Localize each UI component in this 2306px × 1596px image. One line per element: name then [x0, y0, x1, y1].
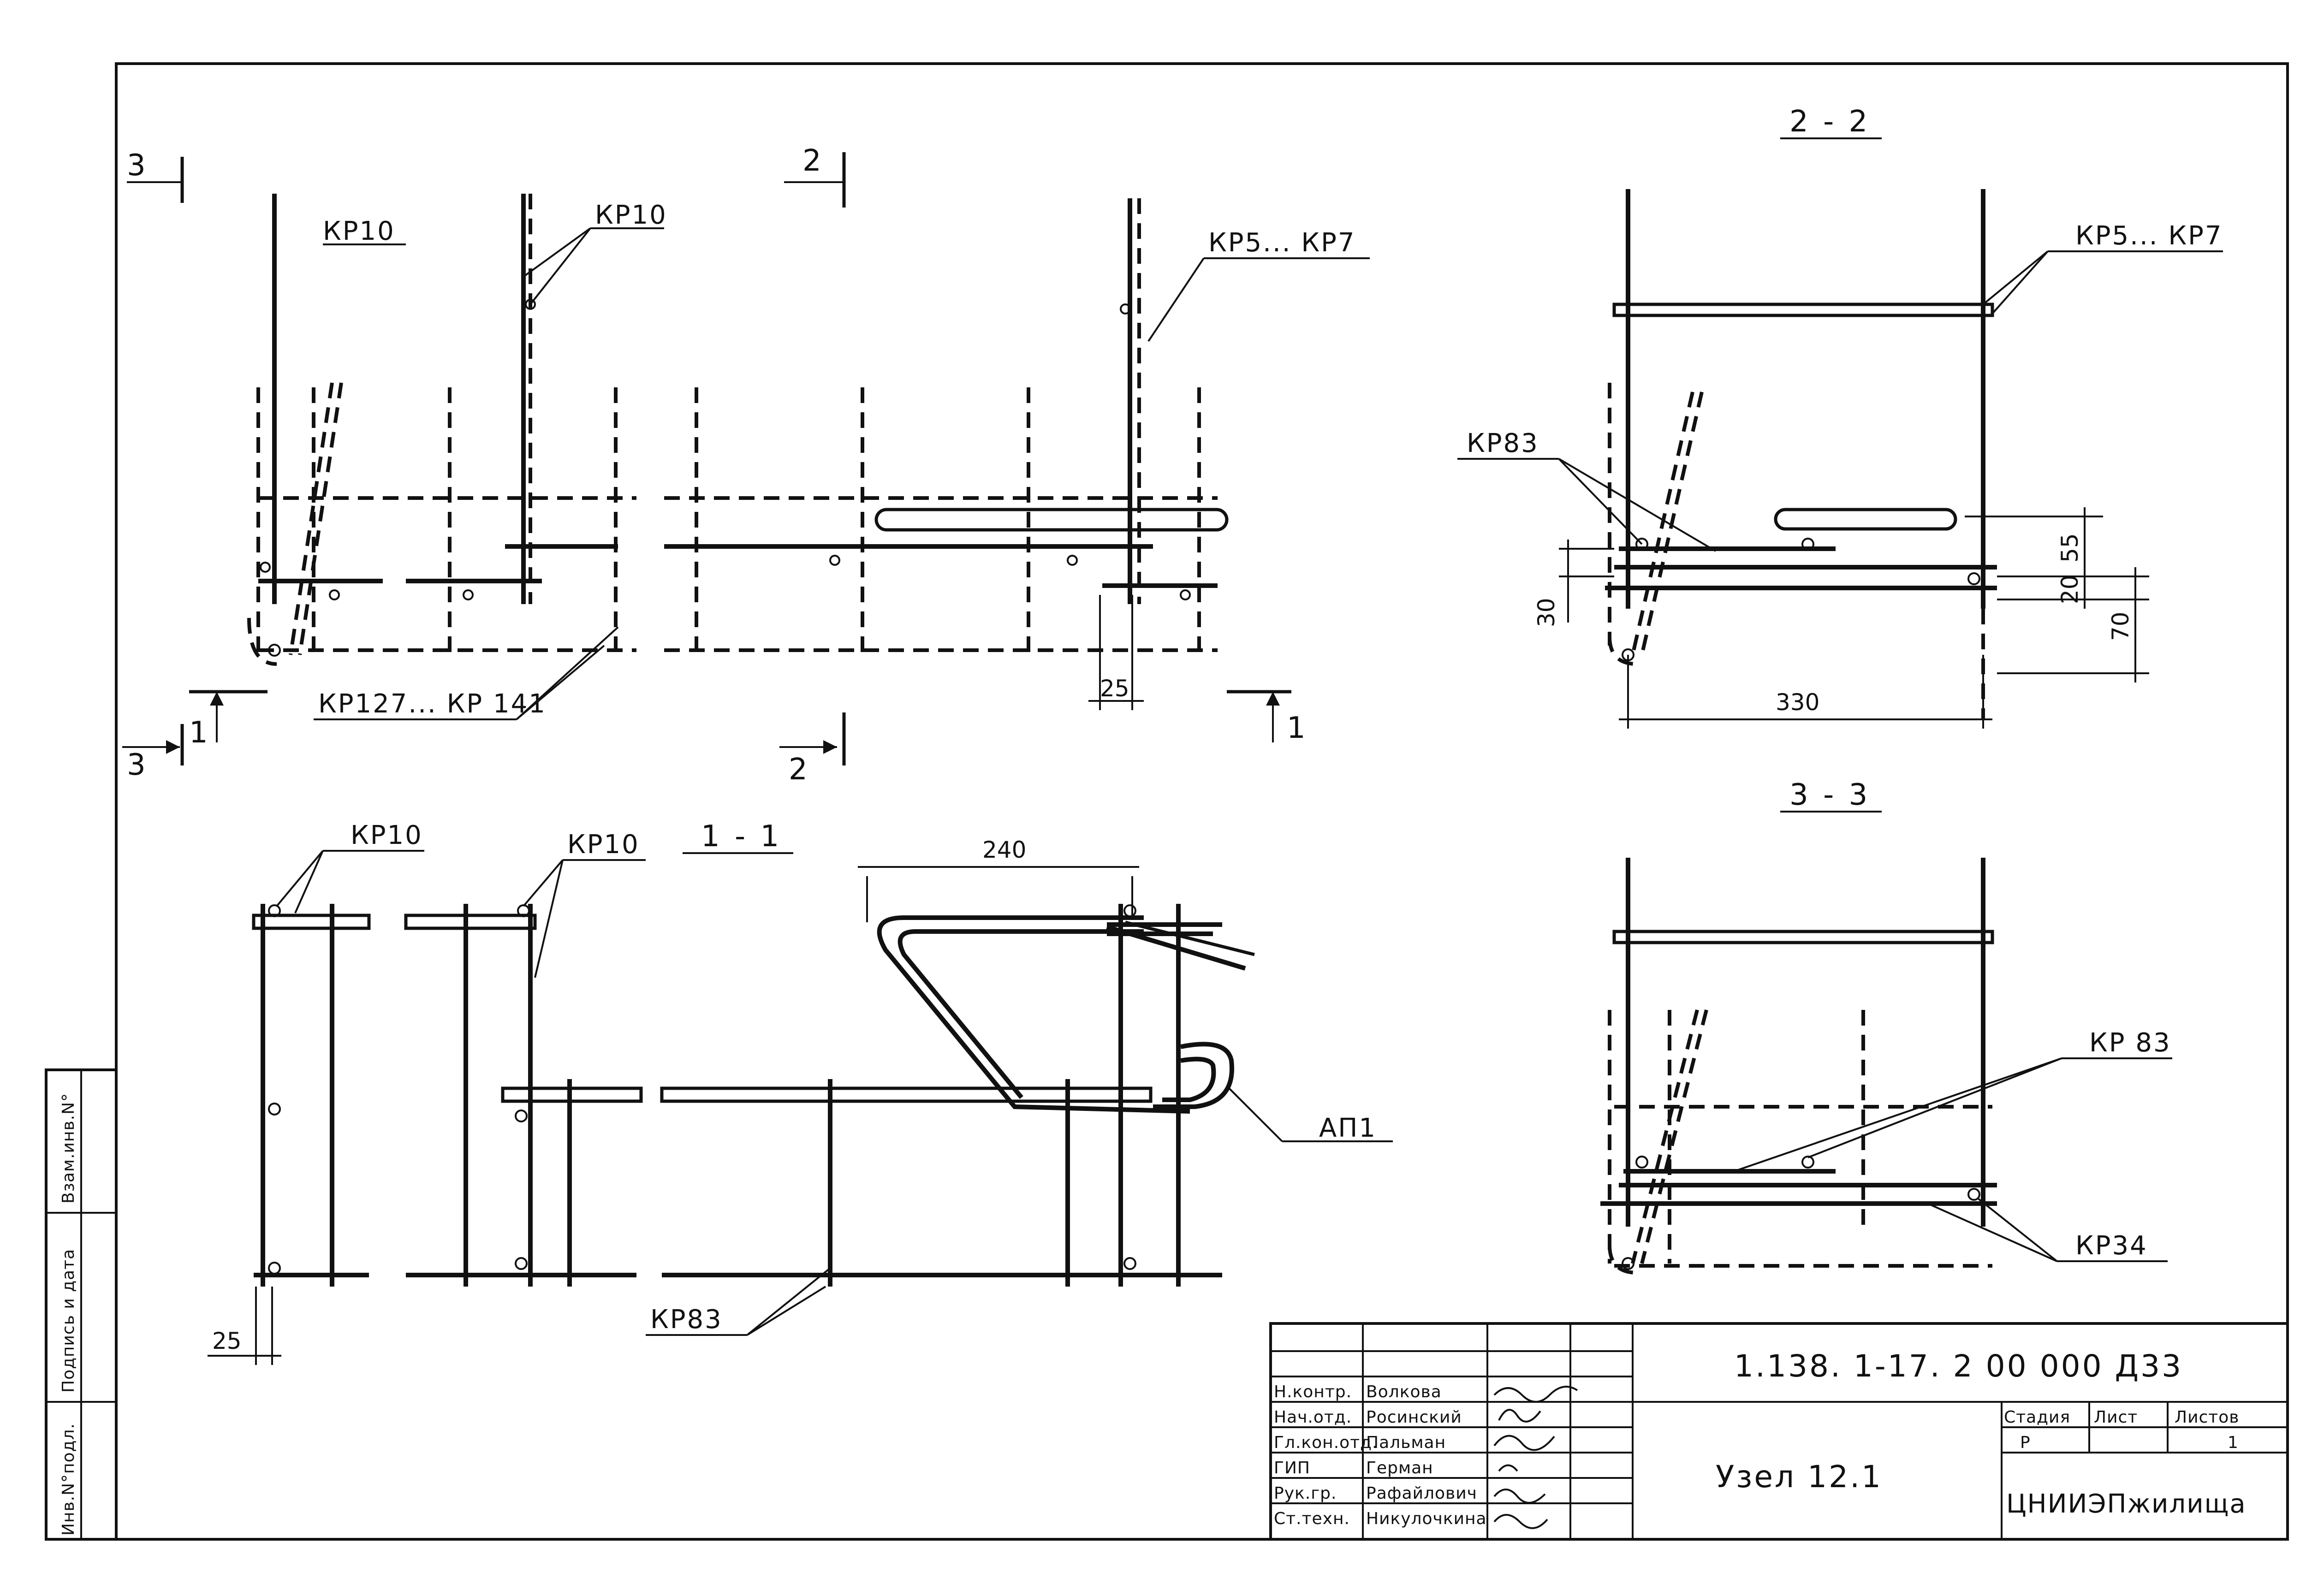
- section-1-1-dim-240: 240: [982, 837, 1026, 863]
- section-mark-3-bottom: 3: [122, 724, 184, 782]
- svg-text:Волкова: Волкова: [1366, 1382, 1442, 1401]
- section-3-3: 3 - 3 КР 83 КР34: [1600, 778, 2172, 1275]
- title-block-org: ЦНИИЭПжилища: [2006, 1489, 2247, 1519]
- svg-text:Н.контр.: Н.контр.: [1274, 1382, 1352, 1401]
- title-block-person-row: Ст.техн. Никулочкина: [1274, 1509, 1487, 1528]
- svg-text:Никулочкина: Никулочкина: [1366, 1509, 1487, 1528]
- section-mark-1-left: 1: [189, 690, 267, 750]
- section-2-2-dim-70: 70: [2107, 611, 2134, 641]
- svg-text:Рук.гр.: Рук.гр.: [1274, 1484, 1337, 1503]
- section-1-1: 1 - 1: [208, 819, 1393, 1365]
- section-1-1-label-kp83: КР83: [650, 1305, 723, 1335]
- svg-text:Рафайлович: Рафайлович: [1366, 1484, 1477, 1503]
- title-block-person-row: ГИП Герман: [1274, 1459, 1433, 1477]
- section-3-3-label-kp34: КР34: [2075, 1231, 2148, 1261]
- side-stamp-inv-podl: Инв.N°подл.: [59, 1423, 78, 1536]
- section-2-2-label-kp83: КР83: [1467, 428, 1539, 458]
- side-stamp-vzam: Взам.инв.N°: [59, 1093, 78, 1204]
- svg-text:Гл.кон.отд.: Гл.кон.отд.: [1274, 1433, 1378, 1452]
- title-block-title: Узел 12.1: [1716, 1459, 1883, 1495]
- title-block-code: 1.138. 1-17. 2 00 000 Д33: [1734, 1348, 2183, 1384]
- section-3-3-label-kp83: КР 83: [2089, 1028, 2171, 1058]
- section-2-2-label-kp5-7: КР5... КР7: [2075, 221, 2223, 251]
- section-1-1-label-kp10-a: КР10: [351, 820, 423, 850]
- section-2-2: 2 - 2 КР5... КР7 КР83 330: [1457, 105, 2223, 729]
- title-block-sheets-value: 1: [2228, 1433, 2239, 1452]
- section-1-1-dim-25: 25: [212, 1328, 242, 1354]
- sheet-frame: [115, 62, 2289, 1541]
- title-block-stage-value: Р: [2020, 1433, 2031, 1452]
- plan-dim-25: 25: [1100, 675, 1129, 702]
- svg-text:ГИП: ГИП: [1274, 1459, 1310, 1477]
- title-block-sheet-header: Лист: [2094, 1408, 2138, 1427]
- svg-text:1: 1: [1287, 711, 1308, 745]
- signatures: [1493, 1386, 1578, 1529]
- svg-text:Нач.отд.: Нач.отд.: [1274, 1408, 1352, 1427]
- title-block-person-row: Нач.отд. Росинский: [1274, 1408, 1462, 1427]
- svg-text:Росинский: Росинский: [1366, 1408, 1462, 1427]
- section-mark-2-bottom: 2: [779, 712, 846, 787]
- plan-label-kp5-7: КР5... КР7: [1208, 228, 1356, 258]
- svg-text:3: 3: [127, 748, 149, 782]
- plan-label-kp10-left: КР10: [323, 216, 395, 246]
- title-block: Н.контр. Волкова Нач.отд. Росинский Гл.к…: [1269, 1322, 2289, 1541]
- title-block-stage-header: Стадия: [2004, 1408, 2070, 1427]
- svg-text:3: 3: [127, 148, 149, 183]
- title-block-person-row: Гл.кон.отд. Пальман: [1274, 1433, 1446, 1452]
- side-stamp: Взам.инв.N° Подпись и дата Инв.N°подл.: [45, 1068, 118, 1541]
- title-block-person-row: Н.контр. Волкова: [1274, 1382, 1442, 1401]
- section-mark-3-top: 3: [127, 148, 184, 203]
- plan-view: КР10 КР10 КР5... КР7 КР127... КР 141 25 …: [122, 144, 1370, 787]
- plan-label-kp10-right: КР10: [595, 200, 667, 230]
- section-mark-2-top: 2: [784, 144, 846, 208]
- section-1-1-label-kp10-b: КР10: [567, 830, 640, 860]
- section-3-3-title: 3 - 3: [1789, 778, 1870, 812]
- section-2-2-title: 2 - 2: [1789, 105, 1870, 139]
- section-2-2-dim-55: 55: [2056, 533, 2083, 563]
- section-mark-1-right: 1: [1227, 690, 1308, 745]
- section-2-2-dim-30: 30: [1533, 598, 1560, 627]
- section-2-2-dim-20: 20: [2056, 575, 2083, 604]
- title-block-person-row: Рук.гр. Рафайлович: [1274, 1484, 1477, 1503]
- svg-text:1: 1: [189, 716, 211, 750]
- svg-text:2: 2: [802, 144, 824, 178]
- plan-label-kp127-141: КР127... КР 141: [318, 689, 547, 719]
- section-1-1-label-ap1: АП1: [1319, 1113, 1377, 1143]
- svg-text:2: 2: [789, 753, 810, 787]
- svg-text:Пальман: Пальман: [1366, 1433, 1446, 1452]
- svg-text:Ст.техн.: Ст.техн.: [1274, 1509, 1350, 1528]
- section-2-2-dim-330: 330: [1776, 689, 1819, 716]
- title-block-sheets-header: Листов: [2175, 1408, 2239, 1427]
- section-1-1-title: 1 - 1: [701, 819, 782, 854]
- svg-text:Герман: Герман: [1366, 1459, 1433, 1477]
- side-stamp-sign-date: Подпись и дата: [59, 1249, 78, 1393]
